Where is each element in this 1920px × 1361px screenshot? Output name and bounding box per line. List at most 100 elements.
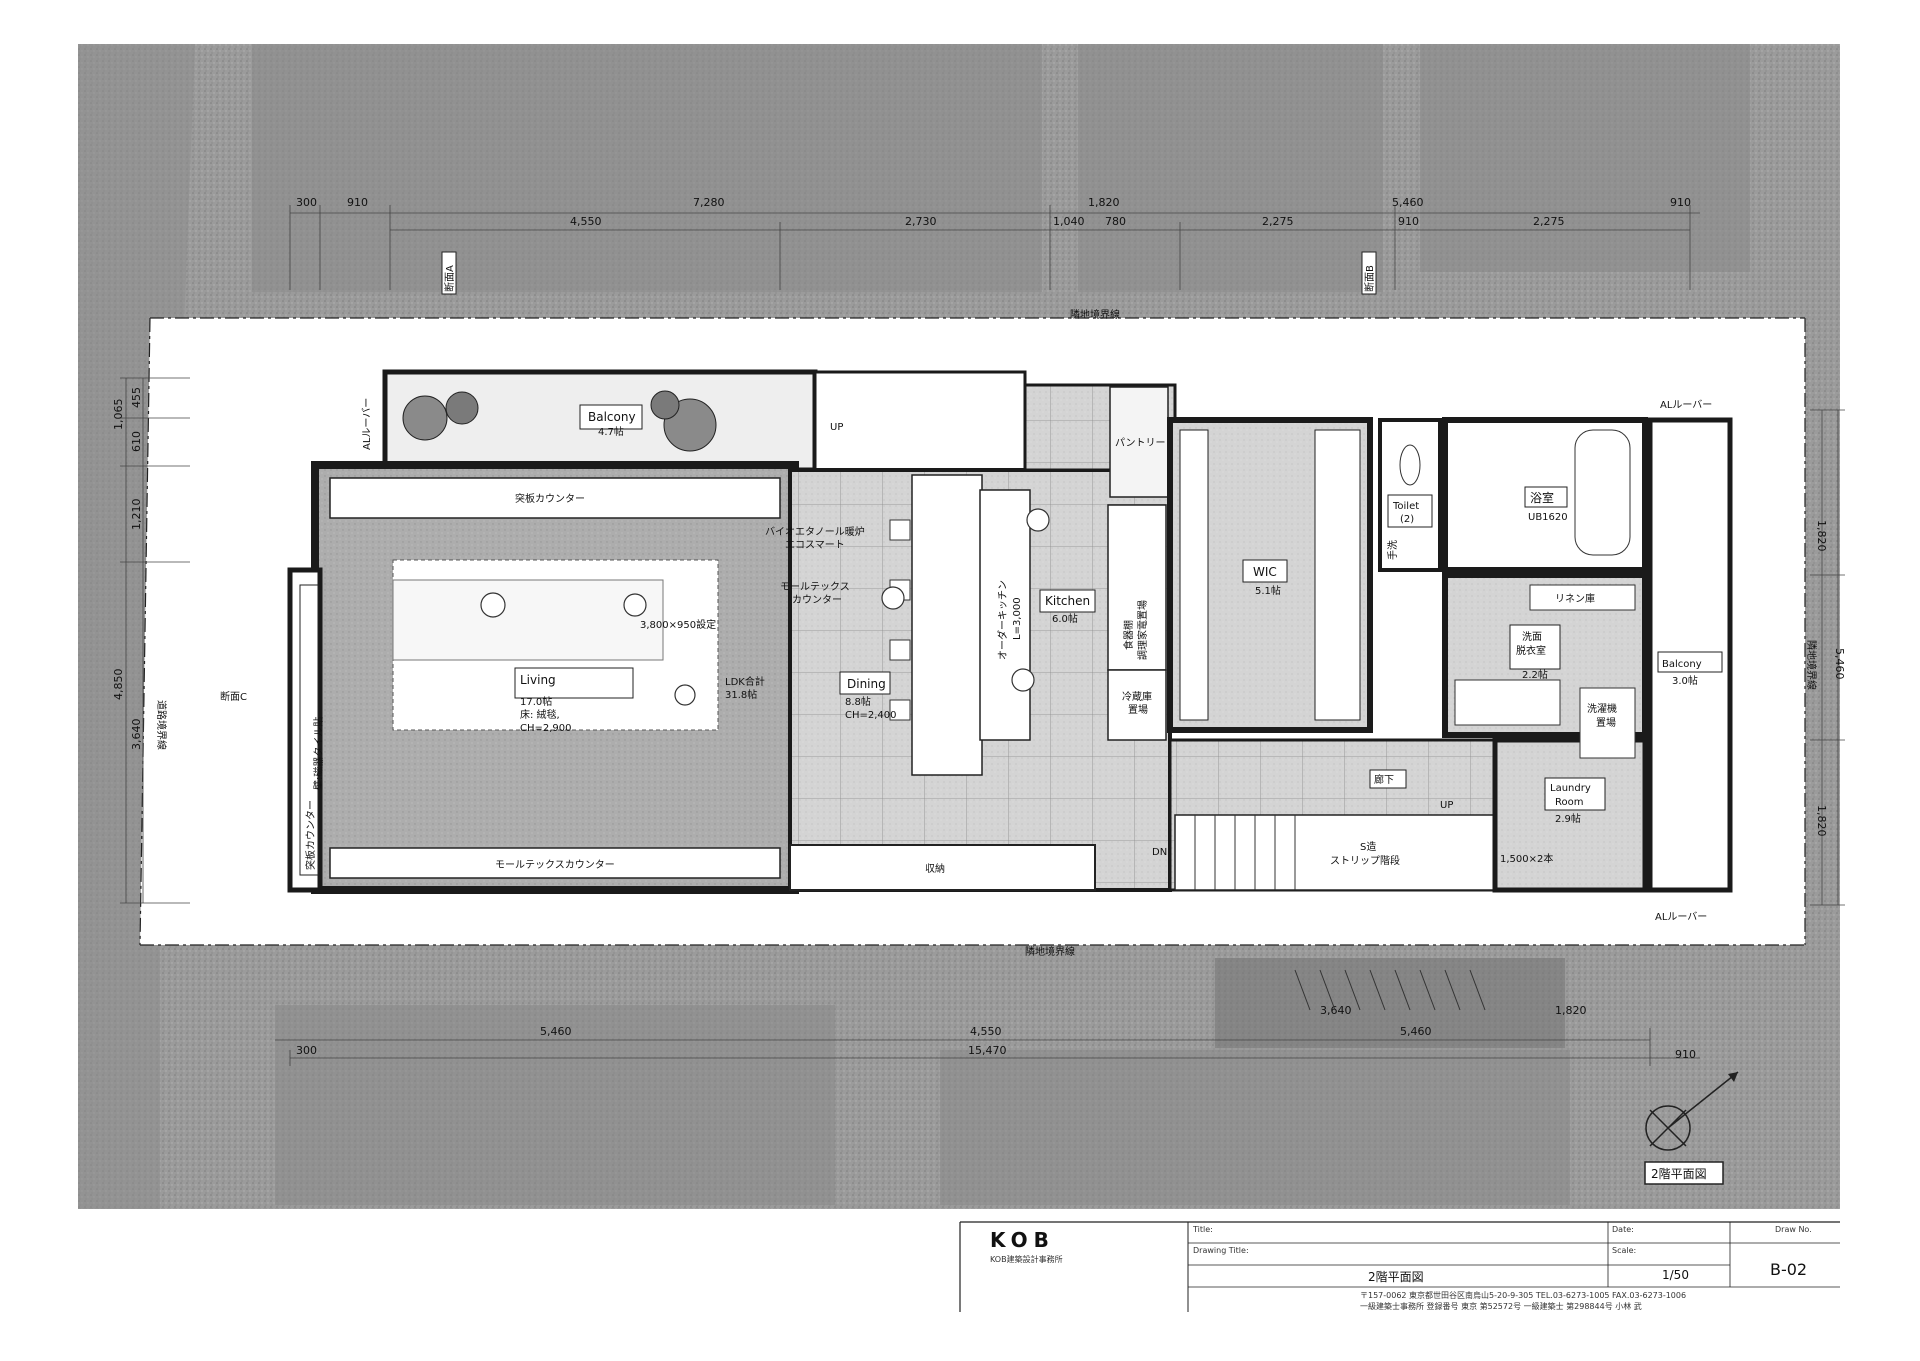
ldk-total: LDK合計 <box>725 675 765 688</box>
dim-label: 1,820 <box>1555 1004 1587 1017</box>
dining-counter-label: モールテックス <box>780 581 850 593</box>
dim-label: 300 <box>296 1044 317 1057</box>
dim-label: 5,460 <box>1392 196 1424 209</box>
dining-ch: CH=2,400 <box>845 710 897 721</box>
dim-label: 3,640 <box>1320 1004 1352 1017</box>
plant-icon <box>402 390 717 452</box>
order-kitchen-size: L=3,000 <box>1012 597 1023 640</box>
dim-label: 1,820 <box>1815 805 1828 837</box>
dim-label: 4,550 <box>570 215 602 228</box>
toilet-icon <box>1399 444 1421 486</box>
dim-label: 610 <box>130 431 143 452</box>
dimension-left: 455 1,065 610 1,210 4,850 3,640 <box>112 377 190 904</box>
dim-label: 4,850 <box>112 669 125 701</box>
bathtub-icon <box>1574 429 1631 556</box>
kitchen-area: 6.0帖 <box>1052 612 1078 625</box>
neighbor-block <box>1215 958 1565 1048</box>
balcony-north-area: 4.7帖 <box>598 425 624 438</box>
living-area: 17.0帖 <box>520 695 552 708</box>
dining-area: 8.8帖 <box>845 695 871 708</box>
dim-label: 15,470 <box>968 1044 1007 1057</box>
neighbor-block <box>252 44 1042 292</box>
boundary-west-label: 道路境界線 <box>155 700 168 750</box>
linen-label: リネン庫 <box>1555 592 1595 605</box>
counter-moltex-label: モールテックスカウンター <box>495 859 615 871</box>
louver-se-label: ALルーバー <box>1655 911 1707 923</box>
dim-label: 910 <box>1675 1048 1696 1061</box>
dimension-bottom: 5,460 3,640 1,820 4,550 5,460 300 15,470… <box>275 1004 1700 1066</box>
wic-shelves <box>1179 429 1361 721</box>
stair-label2: ストリップ階段 <box>1330 854 1400 867</box>
dim-label: 1,210 <box>130 499 143 531</box>
dim-label: 2,275 <box>1262 215 1294 228</box>
food-storage-label: 食器棚 <box>1122 620 1135 650</box>
neighbor-block <box>940 1050 1570 1205</box>
section-a-label: 断面A <box>443 265 456 292</box>
fridge-label: 冷蔵庫 <box>1122 690 1152 703</box>
person-icon <box>480 592 696 706</box>
louver-nw-label: ALルーバー <box>361 398 373 450</box>
dim-label: 3,640 <box>130 719 143 751</box>
counter-left-label: 突板カウンター <box>304 800 317 870</box>
fridge-label2: 置場 <box>1128 703 1148 716</box>
louver-ne-label: ALルーバー <box>1660 399 1712 411</box>
boundary-north-label: 隣地境界線 <box>1070 308 1120 321</box>
dim-label: 2,275 <box>1533 215 1565 228</box>
dim-label: 1,820 <box>1088 196 1120 209</box>
dim-label: 1,065 <box>112 399 125 431</box>
bath-spec: UB1620 <box>1528 512 1568 523</box>
neighbor-stair <box>1294 969 1486 1011</box>
dim-label: 300 <box>296 196 317 209</box>
pole-label: 1,500×2本 <box>1500 852 1553 865</box>
dining-island <box>911 474 983 776</box>
neighbor-block <box>1420 44 1750 272</box>
dimension-top: 300 910 7,280 1,820 5,460 910 4,550 2,73… <box>289 196 1700 290</box>
dim-label: 910 <box>347 196 368 209</box>
storage-label: 収納 <box>925 862 945 875</box>
up-label: UP <box>830 422 843 433</box>
balcony-north-label: Balcony <box>588 410 636 424</box>
title-block <box>959 1221 1840 1312</box>
stair <box>1174 814 1496 891</box>
laundry-label2: Room <box>1555 797 1583 808</box>
dim-label: 2,730 <box>905 215 937 228</box>
dimension-right: 1,820 5,460 1,820 <box>1810 409 1846 906</box>
firm-address: 〒157-0062 東京都世田谷区南烏山5-20-9-305 TEL.03-62… <box>1360 1291 1687 1300</box>
scale-value: 1/50 <box>1662 1268 1689 1282</box>
sofa-label: 3,800×950設定 <box>640 618 716 631</box>
firm-license: 一級建築士事務所 登録番号 東京 第52572号 一級建築士 第298844号 … <box>1360 1302 1642 1311</box>
dim-label: 5,460 <box>1400 1025 1432 1038</box>
section-c-label: 断面C <box>220 690 247 703</box>
washer-label2: 置場 <box>1596 716 1616 729</box>
neighbor-block <box>275 1005 835 1205</box>
vanity-icon <box>1454 679 1561 726</box>
laundry-room <box>1492 737 1648 893</box>
washroom-area: 2.2帖 <box>1522 668 1548 681</box>
dim-label: 5,460 <box>1833 648 1846 680</box>
dim-label: 455 <box>130 387 143 408</box>
kitchen-label: Kitchen <box>1045 594 1090 608</box>
dim-label: 4,550 <box>970 1025 1002 1038</box>
fireplace-brand: エコスマート <box>785 540 845 551</box>
drawing-title-label: Drawing Title: <box>1193 1246 1249 1255</box>
washer-label: 洗濯機 <box>1587 702 1617 715</box>
wic-label: WIC <box>1253 565 1277 579</box>
laundry-label: Laundry <box>1550 783 1591 794</box>
dining-counter-label2: カウンター <box>792 594 842 606</box>
kitchen-counter <box>979 489 1031 741</box>
dim-label: 7,280 <box>693 196 725 209</box>
dn-label: DN <box>1152 847 1167 858</box>
pantry <box>1109 386 1169 498</box>
storage <box>789 844 1096 891</box>
ldk-total-area: 31.8帖 <box>725 688 757 701</box>
sofa <box>392 579 664 661</box>
bath-label: 浴室 <box>1530 490 1554 505</box>
washroom-label: 洗面 <box>1522 631 1542 643</box>
fireplace-label: バイオエタノール暖炉 <box>765 525 865 538</box>
draw-no-label: Draw No. <box>1775 1225 1812 1234</box>
date-label: Date: <box>1612 1225 1634 1234</box>
up2-label: UP <box>1440 800 1453 811</box>
neighbor-block <box>1078 44 1383 292</box>
wall-tile-label: 壁:磁器タイル貼 <box>312 717 325 790</box>
